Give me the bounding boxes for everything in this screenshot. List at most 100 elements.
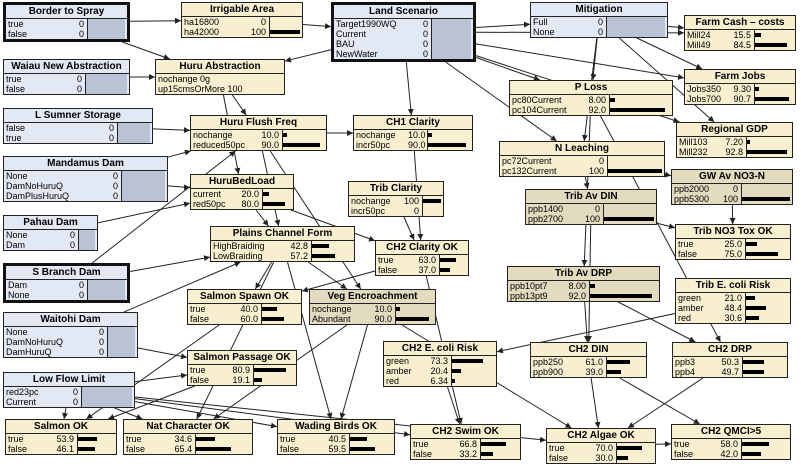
state-row[interactable]: up15cmsOrMore 100 — [156, 84, 284, 94]
state-row[interactable]: nochange 0g — [156, 74, 284, 84]
